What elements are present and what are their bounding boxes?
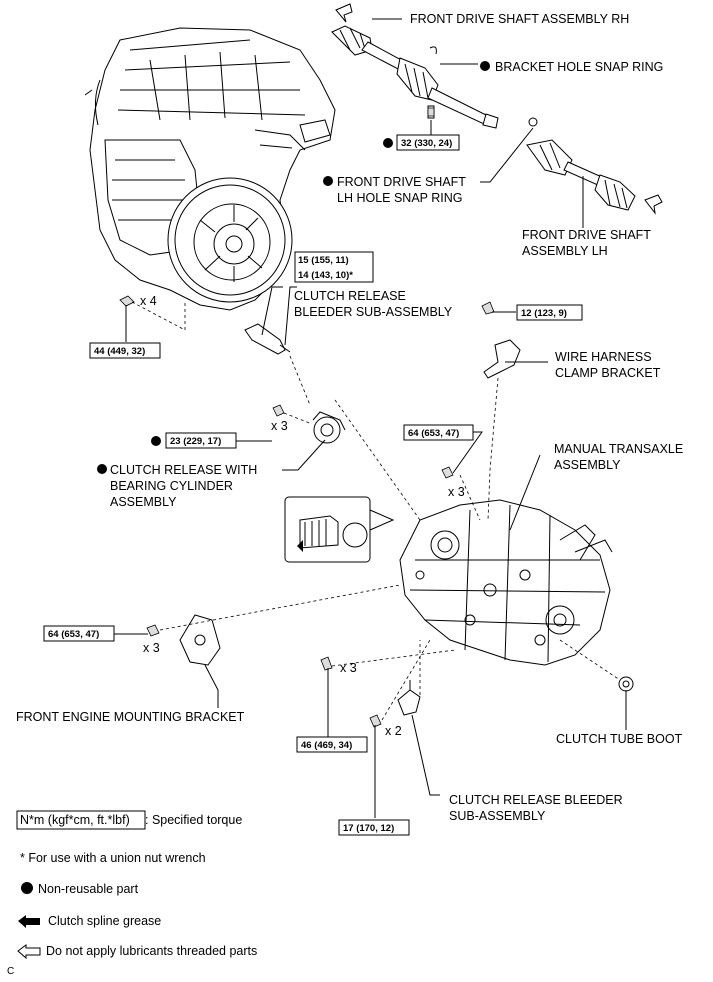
torque-14: 14 (143, 10)* (298, 270, 353, 281)
engine-illustration (84, 27, 336, 311)
torque-box (338, 819, 410, 836)
count-x4: x 4 (140, 294, 157, 308)
label-wire-harness-2: CLAMP BRACKET (555, 366, 661, 380)
legend-torque-desc: : Specified torque (145, 813, 242, 827)
label-clutch-tube-boot: CLUTCH TUBE BOOT (556, 732, 683, 746)
legend-no-lubricants: Do not apply lubricants threaded parts (46, 944, 257, 958)
spline-detail-inset (284, 496, 395, 563)
label-clutch-release-cylinder-3: ASSEMBLY (110, 495, 177, 509)
non-reusable-dot (480, 61, 490, 71)
legend-non-reusable: Non-reusable part (38, 882, 139, 896)
torque-15: 15 (155, 11) (298, 255, 349, 266)
label-wire-harness-1: WIRE HARNESS (555, 350, 652, 364)
manual-transaxle-illustration (399, 499, 613, 666)
label-bracket-hole-snap-ring: BRACKET HOLE SNAP RING (495, 60, 663, 74)
label-clutch-release-bleeder-top-2: BLEEDER SUB-ASSEMBLY (294, 305, 453, 319)
front-engine-mounting-bracket-illustration (179, 614, 221, 666)
label-manual-transaxle-1: MANUAL TRANSAXLE (554, 442, 683, 456)
label-clutch-release-bleeder-bottom-1: CLUTCH RELEASE BLEEDER (449, 793, 623, 807)
legend: N*m (kgf*cm, ft.*lbf) : Specified torque… (7, 810, 257, 977)
legend-spline-grease: Clutch spline grease (48, 914, 161, 928)
wire-harness-clamp-bracket-illustration (483, 339, 521, 379)
clutch-release-bleeder-bottom-illustration (397, 680, 421, 716)
non-reusable-dot (383, 138, 393, 148)
torque-23: 23 (229, 17) (170, 436, 221, 447)
clutch-release-cylinder-illustration (312, 411, 346, 444)
legend-no-lubricant-arrow (17, 944, 41, 960)
torque-64-a: 64 (653, 47) (408, 428, 459, 439)
torque-box (165, 432, 237, 449)
torque-64-b: 64 (653, 47) (48, 629, 99, 640)
label-lh-hole-snap-ring-2: LH HOLE SNAP RING (337, 191, 463, 205)
legend-torque-box (16, 810, 146, 830)
count-x3-a: x 3 (271, 419, 288, 433)
label-manual-transaxle-2: ASSEMBLY (554, 458, 621, 472)
leader-lines (114, 18, 627, 818)
torque-box (43, 625, 115, 642)
bolts (119, 107, 495, 728)
torque-12: 12 (123, 9) (521, 308, 567, 319)
count-x3-d: x 3 (340, 661, 357, 675)
torque-46: 46 (469, 34) (301, 740, 352, 751)
torque-box (294, 251, 374, 283)
torque-32: 32 (330, 24) (401, 138, 452, 149)
torque-17: 17 (170, 12) (343, 823, 394, 834)
legend-non-reusable-dot (21, 882, 33, 894)
non-reusable-dot (97, 464, 107, 474)
clutch-release-bleeder-top-illustration (244, 323, 291, 355)
label-front-drive-shaft-lh-1: FRONT DRIVE SHAFT (522, 228, 651, 242)
count-x2: x 2 (385, 724, 402, 738)
torque-box (516, 304, 583, 321)
torque-box (396, 134, 460, 151)
label-clutch-release-cylinder-1: CLUTCH RELEASE WITH (110, 463, 257, 477)
count-x3-c: x 3 (143, 641, 160, 655)
front-drive-shaft-rh-illustration (331, 3, 499, 129)
corner-letter: C (7, 966, 14, 977)
legend-spline-grease-arrow (18, 915, 40, 928)
non-reusable-dot (323, 176, 333, 186)
label-front-drive-shaft-rh: FRONT DRIVE SHAFT ASSEMBLY RH (410, 12, 629, 26)
clutch-tube-boot-illustration (618, 676, 634, 692)
label-lh-hole-snap-ring-1: FRONT DRIVE SHAFT (337, 175, 466, 189)
torque-box (403, 424, 474, 441)
torque-box (89, 342, 161, 359)
front-drive-shaft-lh-illustration (526, 117, 663, 215)
label-clutch-release-cylinder-2: BEARING CYLINDER (110, 479, 233, 493)
legend-union-nut: * For use with a union nut wrench (20, 851, 206, 865)
legend-torque-box-text: N*m (kgf*cm, ft.*lbf) (20, 813, 130, 827)
label-clutch-release-bleeder-bottom-2: SUB-ASSEMBLY (449, 809, 546, 823)
torque-box (296, 736, 368, 753)
label-clutch-release-bleeder-top-1: CLUTCH RELEASE (294, 289, 406, 303)
non-reusable-dot (151, 436, 161, 446)
count-x3-b: x 3 (448, 485, 465, 499)
label-front-drive-shaft-lh-2: ASSEMBLY LH (522, 244, 608, 258)
torque-44: 44 (449, 32) (94, 346, 145, 357)
label-front-engine-mounting-bracket: FRONT ENGINE MOUNTING BRACKET (16, 710, 245, 724)
